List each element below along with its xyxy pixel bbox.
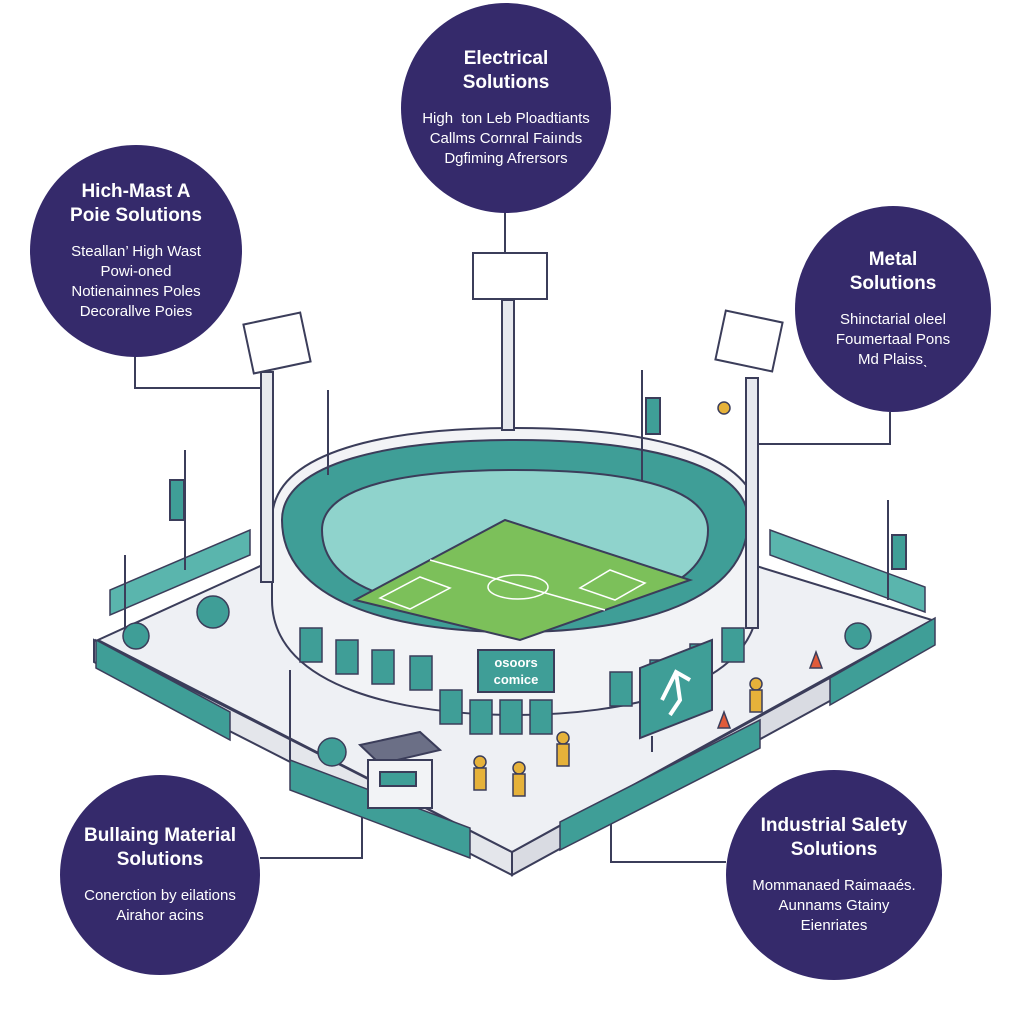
connector-building <box>260 806 363 859</box>
tree-icon <box>844 622 872 650</box>
billboard <box>639 638 713 740</box>
fence-right-2 <box>559 718 761 852</box>
pitch <box>352 518 694 642</box>
callout-line: Conerction by eilations <box>84 887 236 904</box>
person-icon <box>749 677 763 691</box>
callout-line: Md Plaissˎ <box>857 351 928 368</box>
stadium-sign-board <box>477 649 555 693</box>
tree-icon <box>122 622 150 650</box>
callout-title: Electrical Solutions <box>462 48 550 93</box>
callout-electrical-solutions: Electrical Solutions High ton Leb Ploadt… <box>401 3 611 213</box>
floodlights <box>242 252 784 629</box>
stadium-sign-line-1: osoors <box>494 655 537 670</box>
callout-line: Steallan’ High Wast <box>71 243 201 260</box>
connector-lines <box>134 212 891 863</box>
callout-title: Hich-Mast A Poie Solutions <box>70 181 202 226</box>
callout-line: Decorallve Poies <box>79 303 193 320</box>
callout-line: Callms Cornral Faiınds <box>429 130 583 147</box>
fence-back-right <box>769 528 926 614</box>
callout-industrial-safety-solutions: Industrial Salety Solutions Mommanaed Ra… <box>726 770 942 980</box>
ticket-booth <box>357 730 443 809</box>
street-lamps <box>124 370 907 760</box>
callout-title: Metal Solutions <box>849 249 937 294</box>
person-icon <box>473 755 487 769</box>
billboard-figure-icon <box>660 669 691 717</box>
pitch-markings <box>378 559 647 611</box>
callout-line: Airahor acins <box>116 907 204 924</box>
floodlight-icon <box>714 309 784 373</box>
callout-line: Foumertaal Pons <box>835 331 951 348</box>
floodlight-mast-left <box>260 371 274 583</box>
connector-industrial <box>610 810 726 863</box>
callout-line: Mommanaed Raimaaés. <box>752 877 916 894</box>
connector-metal <box>752 412 891 445</box>
fence-right <box>829 616 936 707</box>
callout-line: Dgfiming Afrersors <box>444 150 568 167</box>
trees <box>122 595 872 767</box>
person-icon <box>556 731 570 745</box>
people <box>473 401 824 797</box>
person-icon <box>512 761 526 775</box>
callout-building-material-solutions: Bullaing Material Solutions Conerction b… <box>60 775 260 975</box>
stadium-sign-line-2: comice <box>494 672 539 687</box>
tree-icon <box>317 737 347 767</box>
callout-line: Notienainnes Poles <box>71 283 201 300</box>
floodlight-icon <box>242 311 312 375</box>
callout-line: Eienriates <box>800 917 868 934</box>
floodlight-mast-right <box>745 377 759 629</box>
callout-line: Shinctarial oleel <box>840 311 946 328</box>
connector-high-mast <box>134 355 268 389</box>
callout-line: Aunnams Gtainy <box>778 897 890 914</box>
person-icon <box>717 401 731 415</box>
callout-line: High ton Leb Ploadtiants <box>422 110 590 127</box>
callout-metal-solutions: Metal Solutions Shinctarial oleel Foumer… <box>795 206 991 412</box>
callout-title: Industrial Salety Solutions <box>760 815 908 860</box>
fence-back-left <box>109 528 251 617</box>
stadium: osoors comice <box>271 426 759 752</box>
fence-left <box>95 638 231 742</box>
traffic-cone-icon <box>716 709 732 729</box>
tree-icon <box>196 595 230 629</box>
floodlight-icon <box>472 252 548 300</box>
callout-high-mast-pole-solutions: Hich-Mast A Poie Solutions Steallan’ Hig… <box>30 145 242 357</box>
callout-title: Bullaing Material Solutions <box>83 825 237 870</box>
traffic-cone-icon <box>808 649 824 669</box>
floodlight-mast-center <box>501 299 515 431</box>
callout-line: Powi-oned <box>100 263 172 280</box>
